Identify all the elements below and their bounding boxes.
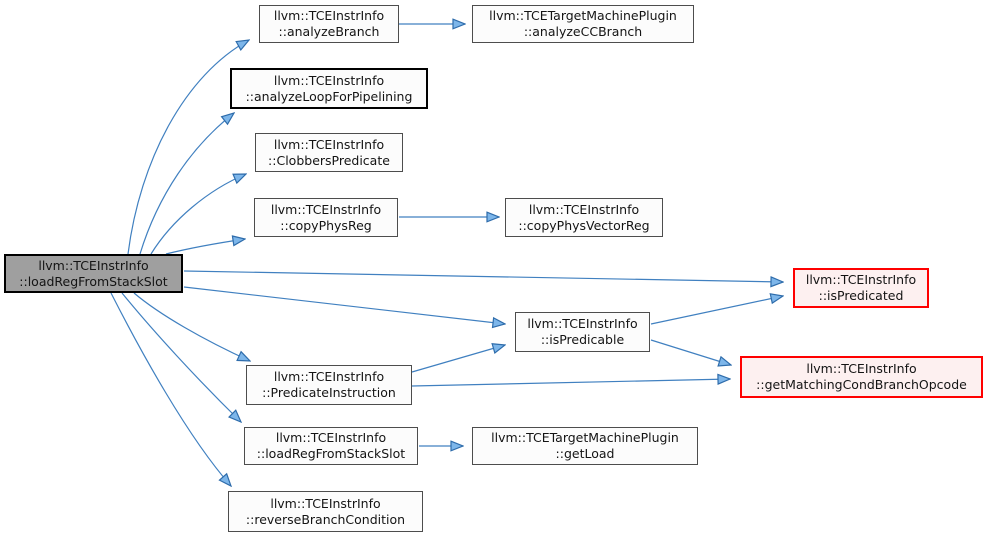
- node-isPredicable[interactable]: llvm::TCEInstrInfo ::isPredicable: [515, 312, 650, 352]
- node-label: ::getLoad: [555, 446, 615, 461]
- node-label: ::reverseBranchCondition: [245, 511, 406, 527]
- node-getMatchingCondBranchOpcode[interactable]: llvm::TCEInstrInfo ::getMatchingCondBran…: [740, 356, 983, 398]
- node-label: llvm::TCEInstrInfo: [38, 257, 149, 273]
- node-label: ::analyzeLoopForPipelining: [245, 88, 413, 104]
- edge-root-to-analyzeBranch: [127, 40, 249, 255]
- edge-root-to-analyzeLoopForPipelining: [139, 113, 234, 255]
- node-label: llvm::TCEInstrInfo: [273, 369, 385, 384]
- node-label: ::copyPhysReg: [280, 217, 372, 233]
- edge-root-to-ClobbersPredicate: [150, 174, 246, 255]
- node-label: ::isPredicable: [540, 332, 625, 347]
- node-copyPhysReg[interactable]: llvm::TCEInstrInfo ::copyPhysReg: [254, 198, 398, 237]
- node-label: llvm::TCEInstrInfo: [275, 430, 387, 445]
- node-getLoad[interactable]: llvm::TCETargetMachinePlugin ::getLoad: [472, 427, 698, 465]
- edge-root-to-PredicateInstruction: [133, 292, 250, 361]
- node-label: llvm::TCEInstrInfo: [528, 201, 640, 217]
- node-analyzeBranch[interactable]: llvm::TCEInstrInfo ::analyzeBranch: [259, 5, 399, 43]
- edge-root-to-reverseBranchCondition: [110, 292, 231, 486]
- node-copyPhysVectorReg[interactable]: llvm::TCEInstrInfo ::copyPhysVectorReg: [505, 198, 663, 237]
- node-PredicateInstruction[interactable]: llvm::TCEInstrInfo ::PredicateInstructio…: [246, 365, 412, 405]
- node-label: ::loadRegFromStackSlot: [256, 446, 406, 461]
- node-analyzeLoopForPipelining: llvm::TCEInstrInfo ::analyzeLoopForPipel…: [230, 68, 428, 109]
- node-label: ::getMatchingCondBranchOpcode: [756, 377, 967, 392]
- edge-isPredicable-to-getMatchingCondBranchOpcode: [650, 339, 731, 365]
- node-label: ::PredicateInstruction: [262, 385, 396, 400]
- node-analyzeCCBranch[interactable]: llvm::TCETargetMachinePlugin ::analyzeCC…: [472, 5, 694, 43]
- edge-PredicateInstruction-to-getMatchingCondBranchOpcode: [411, 379, 730, 387]
- node-loadRegFromStackSlot[interactable]: llvm::TCEInstrInfo ::loadRegFromStackSlo…: [244, 427, 418, 465]
- node-label: llvm::TCETargetMachinePlugin: [489, 8, 677, 23]
- node-label: ::analyzeBranch: [278, 24, 380, 39]
- edge-root-to-isPredicable: [183, 286, 505, 324]
- node-label: llvm::TCETargetMachinePlugin: [491, 430, 679, 445]
- node-ClobbersPredicate[interactable]: llvm::TCEInstrInfo ::ClobbersPredicate: [255, 133, 403, 172]
- node-label: llvm::TCEInstrInfo: [273, 136, 385, 152]
- edge-PredicateInstruction-to-isPredicable: [411, 345, 505, 373]
- node-label: ::copyPhysVectorReg: [518, 217, 650, 233]
- edge-root-to-copyPhysReg: [165, 239, 245, 255]
- node-label: llvm::TCEInstrInfo: [270, 495, 381, 511]
- node-label: ::loadRegFromStackSlot: [19, 273, 168, 289]
- node-label: ::analyzeCCBranch: [523, 24, 643, 39]
- edge-root-to-isPredicated: [183, 270, 783, 282]
- node-label: llvm::TCEInstrInfo: [273, 72, 385, 88]
- node-label: ::isPredicated: [818, 288, 904, 303]
- node-label: ::ClobbersPredicate: [268, 152, 390, 168]
- node-label: llvm::TCEInstrInfo: [273, 8, 385, 23]
- node-label: llvm::TCEInstrInfo: [805, 272, 917, 287]
- edge-isPredicable-to-isPredicated: [650, 296, 783, 325]
- node-label: llvm::TCEInstrInfo: [806, 361, 917, 376]
- edge-root-to-loadRegFromStackSlot: [121, 292, 241, 422]
- node-label: llvm::TCEInstrInfo: [270, 201, 382, 217]
- node-loadRegFromStackSlot-root: llvm::TCEInstrInfo ::loadRegFromStackSlo…: [4, 254, 183, 293]
- node-label: llvm::TCEInstrInfo: [527, 316, 638, 331]
- node-isPredicated[interactable]: llvm::TCEInstrInfo ::isPredicated: [793, 268, 929, 308]
- node-reverseBranchCondition[interactable]: llvm::TCEInstrInfo ::reverseBranchCondit…: [228, 491, 423, 532]
